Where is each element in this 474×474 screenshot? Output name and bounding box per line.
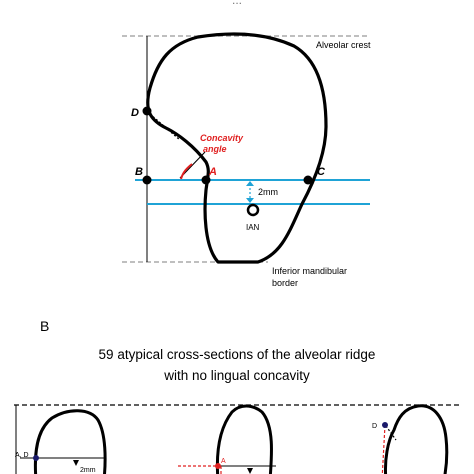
concavity-label-line2: angle: [203, 144, 227, 154]
middle-cross-section-outline: [215, 404, 273, 474]
middle-point-label: A: [221, 458, 226, 465]
panel-a-header: ...: [232, 0, 242, 7]
panel-b: B 59 atypical cross-sections of the alve…: [14, 318, 460, 474]
point-a-label: A: [208, 166, 217, 178]
inferior-border-label-line1: Inferior mandibular: [272, 266, 347, 276]
point-d-marker: [142, 106, 152, 116]
concavity-label-line1: Concavity: [200, 133, 244, 143]
middle-arrow-head: [247, 468, 253, 474]
left-cross-section-outline: [33, 409, 107, 474]
distance-arrow-head-down: [246, 198, 254, 203]
right-red-dashed-line: [381, 424, 386, 474]
panel-b-title-line2: with no lingual concavity: [163, 368, 310, 383]
right-cross-section-outline: [384, 404, 449, 474]
ridge-cross-section-outline: [146, 32, 328, 264]
alveolar-crest-label: Alveolar crest: [316, 40, 371, 50]
point-b-label: B: [135, 166, 143, 178]
right-point-label: D: [372, 423, 377, 430]
point-b-marker: [142, 175, 152, 185]
right-black-dotted-line: [385, 425, 397, 441]
inferior-border-label-line2: border: [272, 278, 298, 288]
tangent-dotted-line: [149, 113, 181, 141]
panel-b-title-line1: 59 atypical cross-sections of the alveol…: [99, 347, 376, 362]
point-a-marker: [201, 175, 211, 185]
left-arrow-head: [73, 460, 79, 466]
distance-label: 2mm: [258, 187, 278, 197]
left-point-label: A, D: [15, 452, 29, 459]
left-distance-label: 2mm: [80, 467, 96, 474]
point-c-marker: [303, 175, 313, 185]
panel-b-label: B: [40, 318, 49, 334]
distance-arrow-head-up: [246, 181, 254, 186]
ian-canal-circle: [246, 203, 260, 217]
middle-point-marker: [215, 463, 221, 469]
ian-label: IAN: [246, 223, 260, 232]
point-c-label: C: [317, 166, 326, 178]
point-d-label: D: [131, 107, 139, 119]
concavity-angle-arc: [180, 163, 193, 180]
panel-a: ... Alveolar crest Inferior mandibular b…: [122, 0, 371, 288]
right-point-marker: [382, 422, 388, 428]
left-point-marker: [33, 455, 39, 461]
